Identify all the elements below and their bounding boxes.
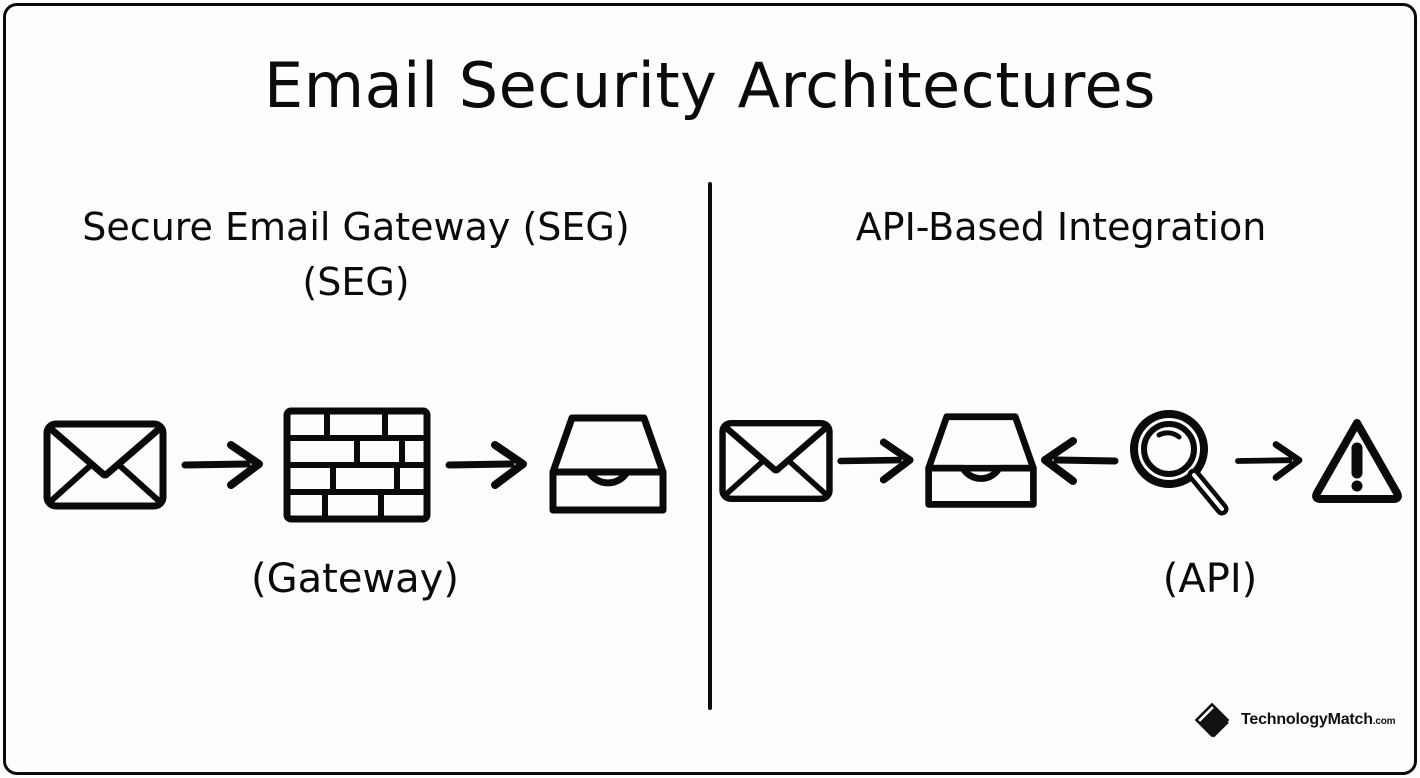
flow-api bbox=[719, 405, 1402, 517]
warning-triangle-icon bbox=[1309, 415, 1405, 507]
brand-logo[interactable]: TechnologyMatch.com bbox=[1192, 700, 1396, 740]
panel-seg-heading-line2: (SEG) bbox=[302, 260, 410, 305]
panel-seg: Secure Email Gateway (SEG) (SEG) bbox=[18, 200, 694, 310]
envelope-icon bbox=[41, 418, 169, 512]
brand-logo-text: TechnologyMatch.com bbox=[1241, 711, 1396, 729]
brand-tld: .com bbox=[1372, 716, 1396, 727]
diamond-logo-icon bbox=[1192, 700, 1232, 740]
inbox-tray-icon bbox=[921, 409, 1041, 514]
arrow-right-icon bbox=[1233, 433, 1309, 489]
arrow-right-icon bbox=[835, 433, 921, 489]
brand-name: TechnologyMatch bbox=[1241, 711, 1373, 728]
magnifier-icon bbox=[1121, 405, 1233, 517]
arrow-right-icon bbox=[443, 437, 535, 493]
page-title: Email Security Architectures bbox=[264, 49, 1156, 122]
arrow-left-icon bbox=[1041, 433, 1121, 489]
panel-seg-heading: Secure Email Gateway (SEG) (SEG) bbox=[48, 200, 664, 310]
caption-gateway: (Gateway) bbox=[251, 556, 459, 602]
flow-seg bbox=[18, 405, 694, 525]
brick-wall-icon bbox=[281, 405, 433, 525]
panel-api-heading-line1: API-Based Integration bbox=[855, 205, 1267, 249]
inbox-tray-icon bbox=[545, 410, 671, 520]
panel-api-heading: API-Based Integration bbox=[743, 200, 1379, 255]
panel-divider bbox=[708, 182, 712, 710]
caption-api: (API) bbox=[1162, 556, 1258, 602]
arrow-right-icon bbox=[179, 437, 271, 493]
envelope-icon bbox=[717, 417, 835, 505]
panel-api: API-Based Integration bbox=[722, 200, 1400, 255]
panel-seg-heading-line1: Secure Email Gateway (SEG) bbox=[82, 205, 630, 249]
